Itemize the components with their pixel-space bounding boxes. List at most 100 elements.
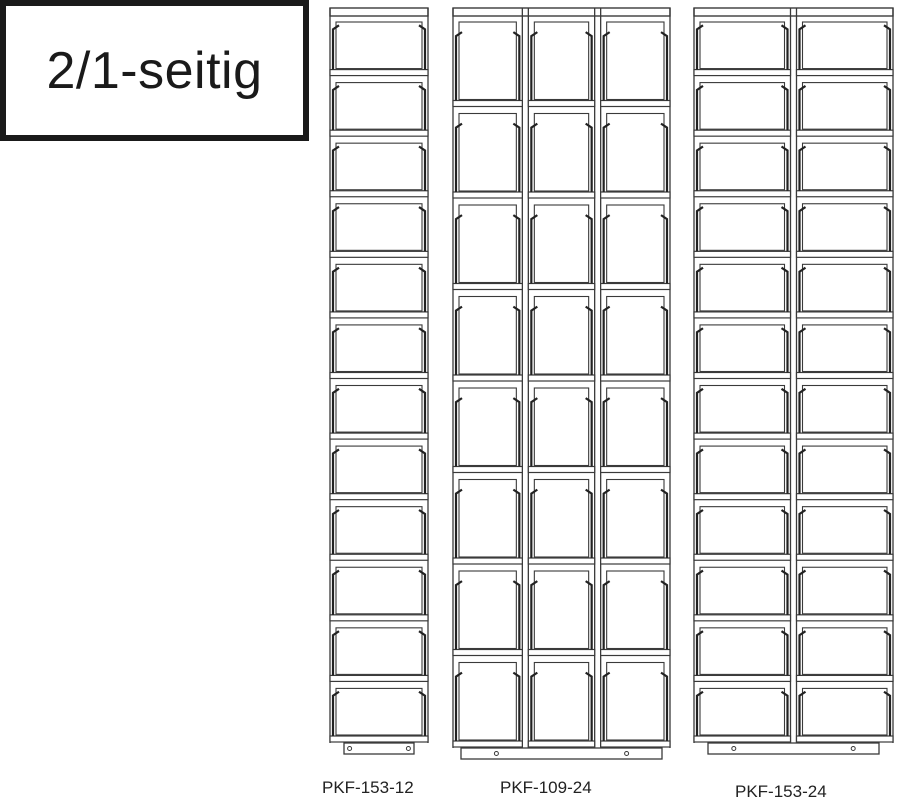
pocket-hook-left — [331, 630, 340, 676]
pocket-hook-left — [331, 448, 340, 494]
pocket-hook-left — [695, 569, 704, 615]
shelf-band — [693, 674, 792, 683]
pocket-panel — [335, 627, 423, 675]
pocket-hook-right — [883, 84, 892, 131]
shelf-band — [795, 68, 894, 77]
shelf-band — [795, 493, 894, 501]
pocket-hook-left — [695, 690, 704, 736]
pocket-panel — [335, 445, 423, 494]
pocket-panel — [699, 687, 786, 736]
pocket-hook-right — [780, 630, 789, 676]
shelf-band — [693, 735, 792, 743]
shelf-band — [795, 432, 894, 440]
pocket-panel — [801, 566, 888, 615]
pocket-hook-left — [331, 569, 340, 615]
shelf-band — [452, 648, 523, 657]
shelf-band — [329, 493, 429, 501]
pocket-hook-right — [883, 206, 892, 252]
pocket-hook-right — [660, 31, 669, 101]
shelf-band — [600, 99, 671, 108]
pocket-hook-right — [660, 305, 669, 375]
shelf-band — [527, 99, 596, 108]
shelf-band — [600, 282, 671, 291]
pocket-hook-right — [512, 580, 521, 650]
pocket-hook-left — [331, 509, 340, 555]
pocket-hook-right — [780, 266, 789, 312]
pocket-hook-left — [331, 690, 340, 736]
pocket-hook-right — [585, 305, 593, 375]
shelf-band — [693, 614, 792, 622]
shelf-band — [795, 311, 894, 319]
rack-top-cap — [329, 7, 429, 17]
shelf-band — [693, 493, 792, 501]
pocket-hook-right — [418, 327, 427, 373]
pocket-panel — [458, 112, 517, 192]
pocket-hook-right — [585, 31, 593, 101]
shelf-band — [795, 735, 894, 743]
pocket-panel — [699, 82, 786, 130]
pocket-hook-right — [512, 488, 521, 558]
pocket-hook-right — [418, 84, 427, 131]
pocket-hook-left — [530, 31, 538, 101]
pocket-panel — [801, 445, 888, 494]
shelf-band — [452, 557, 523, 565]
pocket-panel — [801, 506, 888, 554]
pocket-hook-right — [780, 690, 789, 736]
pocket-hook-right — [780, 145, 789, 191]
pocket-panel — [335, 263, 423, 312]
pocket-hook-left — [602, 671, 611, 741]
pocket-hook-left — [695, 84, 704, 131]
pocket-panel — [533, 112, 590, 192]
pocket-panel — [533, 21, 590, 101]
shelf-band — [693, 311, 792, 319]
rack-top-cap — [693, 7, 894, 17]
pocket-hook-left — [695, 448, 704, 494]
pocket-hook-left — [331, 327, 340, 373]
pocket-hook-left — [331, 145, 340, 191]
pocket-panel — [699, 203, 786, 251]
shelf-band — [452, 374, 523, 382]
pocket-hook-left — [530, 488, 538, 558]
pocket-hook-left — [798, 569, 807, 615]
pocket-hook-left — [454, 122, 463, 192]
pocket-hook-left — [798, 145, 807, 191]
pocket-hook-right — [660, 488, 669, 558]
pocket-panel — [699, 263, 786, 312]
pocket-hook-left — [602, 488, 611, 558]
shelf-band — [329, 129, 429, 137]
pocket-hook-left — [695, 24, 704, 70]
pocket-hook-left — [331, 24, 340, 70]
pocket-panel — [606, 204, 665, 284]
pocket-hook-left — [798, 509, 807, 555]
pocket-panel — [533, 204, 590, 284]
pocket-hook-left — [602, 31, 611, 101]
pocket-hook-left — [530, 214, 538, 284]
pocket-hook-right — [660, 122, 669, 192]
pocket-hook-left — [798, 206, 807, 252]
pocket-panel — [335, 324, 423, 373]
shelf-band — [795, 190, 894, 198]
pocket-hook-left — [602, 305, 611, 375]
pocket-panel — [335, 82, 423, 130]
pocket-hook-left — [798, 387, 807, 434]
pocket-panel — [458, 478, 517, 558]
pocket-hook-right — [883, 145, 892, 191]
pocket-hook-right — [883, 24, 892, 70]
pocket-panel — [533, 661, 590, 741]
shelf-band — [329, 614, 429, 622]
pocket-hook-right — [512, 31, 521, 101]
rack-1 — [329, 7, 429, 755]
pocket-hook-right — [780, 509, 789, 555]
rack-3 — [693, 7, 894, 755]
base-hole — [731, 746, 737, 751]
pocket-panel — [335, 566, 423, 615]
rack-top-cap — [452, 7, 671, 17]
pocket-hook-left — [695, 206, 704, 252]
pocket-panel — [801, 687, 888, 736]
shelf-band — [527, 191, 596, 199]
pocket-hook-right — [883, 509, 892, 555]
pocket-hook-right — [418, 509, 427, 555]
pocket-hook-left — [530, 397, 538, 467]
pocket-hook-right — [883, 690, 892, 736]
